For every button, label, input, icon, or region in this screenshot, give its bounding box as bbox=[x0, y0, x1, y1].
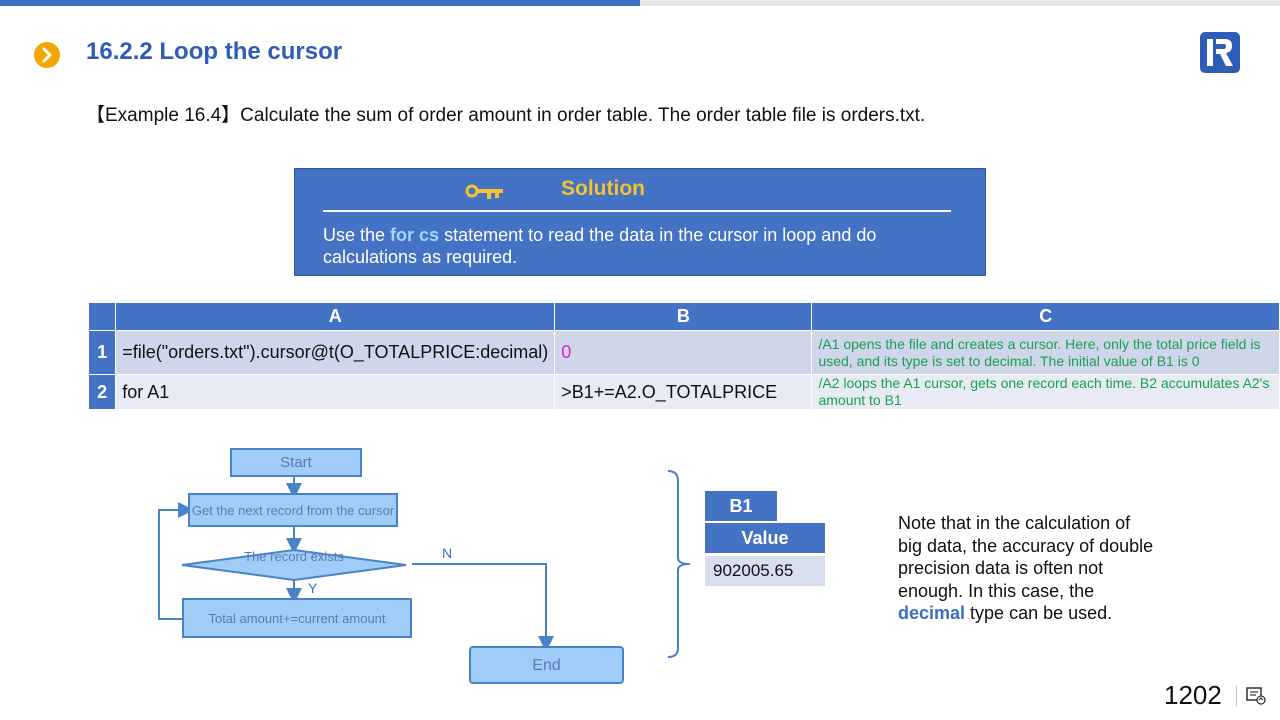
cell-a2[interactable]: for A1 bbox=[115, 374, 556, 410]
flow-yes-label: Y bbox=[308, 580, 318, 596]
flow-start: Start bbox=[230, 448, 362, 477]
chevron-right-icon bbox=[34, 42, 60, 68]
key-icon bbox=[465, 183, 505, 203]
top-progress-track bbox=[640, 0, 1280, 6]
row-header-1[interactable]: 1 bbox=[87, 330, 117, 375]
note-highlight: decimal bbox=[898, 603, 966, 623]
arrow-loop-back bbox=[158, 502, 194, 620]
flow-get-next: Get the next record from the cursor bbox=[188, 493, 398, 527]
cell-a1[interactable]: =file("orders.txt").cursor@t(O_TOTALPRIC… bbox=[115, 330, 556, 375]
presentation-icon[interactable] bbox=[1246, 687, 1266, 705]
top-accent-bar bbox=[0, 0, 640, 6]
logo-icon bbox=[1199, 31, 1241, 74]
cell-b1[interactable]: 0 bbox=[554, 330, 813, 375]
solution-title: Solution bbox=[561, 177, 645, 200]
flow-no-label: N bbox=[442, 545, 453, 561]
solution-text-part: statement to read the data in the cursor… bbox=[323, 225, 877, 267]
grid-corner bbox=[87, 302, 117, 331]
cell-c1[interactable]: /A1 opens the file and creates a cursor.… bbox=[811, 330, 1280, 375]
note-text-part: type can be used. bbox=[965, 603, 1113, 623]
result-value-header: Value bbox=[705, 523, 825, 553]
brace bbox=[667, 470, 691, 658]
footer-divider bbox=[1236, 686, 1237, 706]
row-header-2[interactable]: 2 bbox=[87, 374, 117, 410]
condition-diamond bbox=[181, 548, 407, 582]
arrow-no bbox=[412, 563, 554, 652]
table-row: 2 for A1 >B1+=A2.O_TOTALPRICE /A2 loops … bbox=[87, 374, 1280, 410]
column-header-b[interactable]: B bbox=[554, 302, 813, 331]
page-title: 16.2.2 Loop the cursor bbox=[86, 38, 343, 65]
result-value[interactable]: 902005.65 bbox=[705, 556, 825, 586]
solution-text-part: Use the bbox=[323, 225, 391, 245]
solution-box: Solution Use the for cs statement to rea… bbox=[294, 168, 986, 276]
code-grid: A B C 1 =file("orders.txt").cursor@t(O_T… bbox=[87, 302, 1280, 410]
flow-condition-label: The record exists bbox=[244, 549, 344, 564]
table-row: 1 =file("orders.txt").cursor@t(O_TOTALPR… bbox=[87, 330, 1280, 375]
note-text: Note that in the calculation of big data… bbox=[898, 512, 1158, 625]
example-description: 【Example 16.4】Calculate the sum of order… bbox=[86, 105, 926, 126]
page-number: 1202 bbox=[1164, 680, 1222, 710]
solution-divider bbox=[323, 210, 951, 212]
note-text-part: Note that in the calculation of big data… bbox=[898, 513, 1154, 601]
result-cell-name: B1 bbox=[705, 491, 777, 521]
flow-accumulate: Total amount+=current amount bbox=[182, 598, 412, 638]
solution-text: Use the for cs statement to read the dat… bbox=[323, 224, 963, 268]
flow-end: End bbox=[469, 646, 624, 684]
cell-c2[interactable]: /A2 loops the A1 cursor, gets one record… bbox=[811, 374, 1280, 410]
solution-highlight: for cs bbox=[390, 225, 440, 245]
column-header-c[interactable]: C bbox=[811, 302, 1280, 331]
cell-b2[interactable]: >B1+=A2.O_TOTALPRICE bbox=[554, 374, 813, 410]
